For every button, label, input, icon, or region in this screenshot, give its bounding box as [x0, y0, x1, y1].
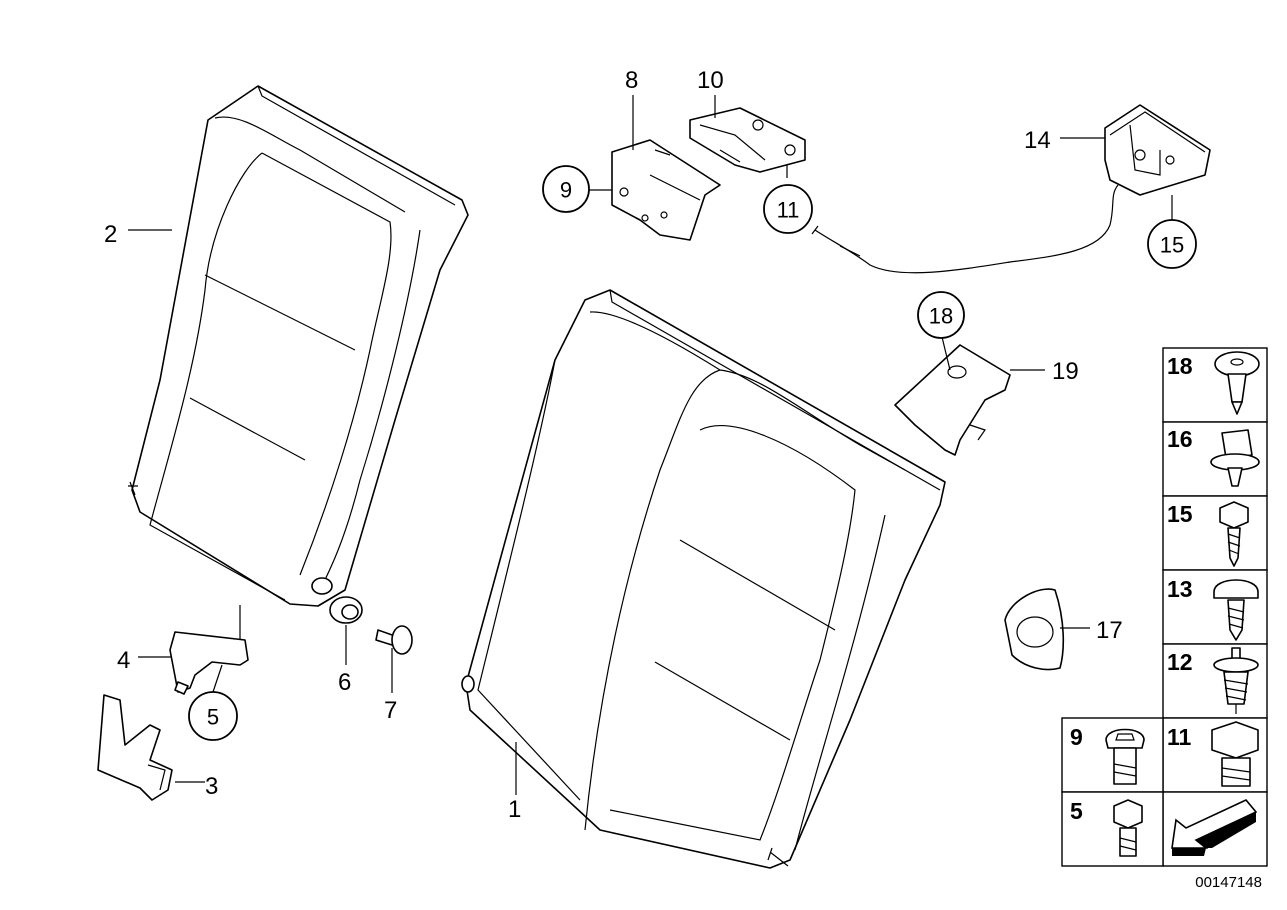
- callout-17: 17: [1096, 617, 1123, 644]
- table-label-13: 13: [1167, 576, 1193, 602]
- table-label-11: 11: [1167, 724, 1192, 750]
- callout-10: 10: [697, 67, 724, 94]
- hinge-plate-part-8: [611, 139, 721, 241]
- callout-14: 14: [1024, 127, 1051, 154]
- callout-2: 2: [104, 221, 117, 248]
- clip-part-7: [375, 625, 413, 655]
- callout-3: 3: [205, 773, 218, 800]
- hardware-table: 18 16 15 13 12 9 11 5: [1061, 347, 1268, 867]
- circled-callout-9: 9: [542, 165, 590, 213]
- bowden-cable: [811, 184, 1119, 274]
- round-head-screw-icon: [1213, 579, 1259, 641]
- arrow-symbol-icon: [1171, 799, 1258, 856]
- callout-1: 1: [508, 796, 521, 823]
- backrest-section-part-2: [128, 85, 469, 607]
- hex-bolt-large-icon: [1211, 721, 1259, 787]
- callout-8: 8: [625, 67, 638, 94]
- svg-text:5: 5: [207, 705, 219, 730]
- callout-labels: 1 2 3 4 6 7 8 10 14 17 19: [104, 67, 1123, 823]
- circled-callout-11: 11: [763, 184, 813, 234]
- trim-cover-part-19: [894, 344, 1011, 456]
- svg-text:15: 15: [1160, 233, 1184, 258]
- svg-text:9: 9: [560, 178, 572, 203]
- bushing-part-6: [329, 596, 363, 624]
- document-number: 00147148: [1195, 874, 1262, 891]
- table-label-5: 5: [1070, 798, 1083, 824]
- table-label-12: 12: [1167, 649, 1193, 675]
- bracket-part-3: [97, 694, 173, 801]
- cover-part-4: [169, 605, 249, 695]
- svg-text:18: 18: [929, 304, 953, 329]
- escutcheon-part-17: [1004, 588, 1065, 671]
- hex-bolt-small-icon: [1113, 799, 1143, 857]
- lock-part-10: [689, 107, 806, 173]
- socket-head-bolt-icon: [1105, 728, 1145, 785]
- table-label-18: 18: [1167, 353, 1193, 379]
- callout-4: 4: [117, 647, 130, 674]
- table-label-15: 15: [1167, 501, 1193, 527]
- push-rivet-icon: [1214, 351, 1260, 415]
- callout-6: 6: [338, 669, 351, 696]
- callout-7: 7: [384, 697, 397, 724]
- table-label-9: 9: [1070, 724, 1083, 750]
- circled-callout-5: 5: [188, 691, 238, 741]
- circled-callout-15: 15: [1147, 219, 1197, 269]
- callout-19: 19: [1052, 358, 1079, 385]
- circled-callouts: 5 9 11 15 18: [188, 165, 1197, 741]
- backrest-section-part-1: [461, 289, 946, 869]
- circled-callout-18: 18: [917, 291, 965, 339]
- expanding-rivet-icon: [1213, 647, 1259, 714]
- release-housing-part-14: [1104, 104, 1211, 196]
- leader-lines: [128, 95, 1173, 795]
- clip-nut-icon: [1210, 429, 1260, 487]
- table-label-16: 16: [1167, 426, 1193, 452]
- hex-tapping-screw-icon: [1219, 501, 1249, 567]
- svg-text:11: 11: [777, 198, 800, 223]
